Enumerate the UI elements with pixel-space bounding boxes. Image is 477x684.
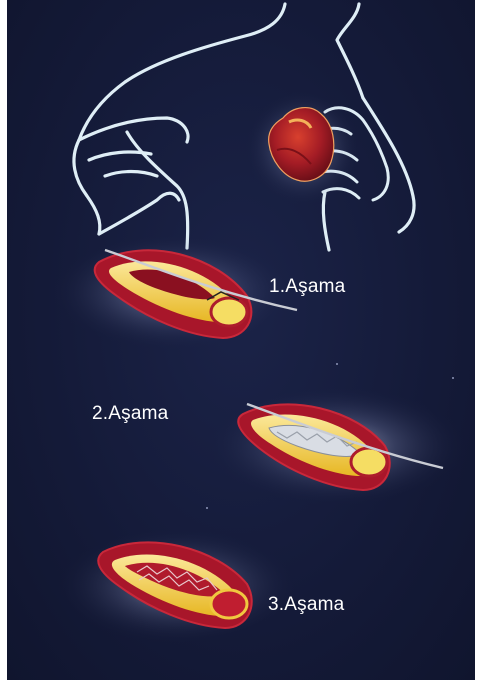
heart-illustration: [245, 90, 361, 206]
vessel-stage-1: [52, 234, 297, 350]
vessel-stage-3: [57, 528, 297, 644]
vessel-stage-2: [207, 386, 467, 506]
illustration-panel: 1.Aşama 2.Aşama 3.Aşama: [7, 0, 475, 680]
stage-2-label: 2.Aşama: [92, 403, 168, 425]
stage-3-label: 3.Aşama: [268, 594, 344, 616]
illustration-svg: [7, 0, 475, 680]
stage-1-label: 1.Aşama: [269, 276, 345, 298]
torso-outline: [74, 4, 414, 250]
